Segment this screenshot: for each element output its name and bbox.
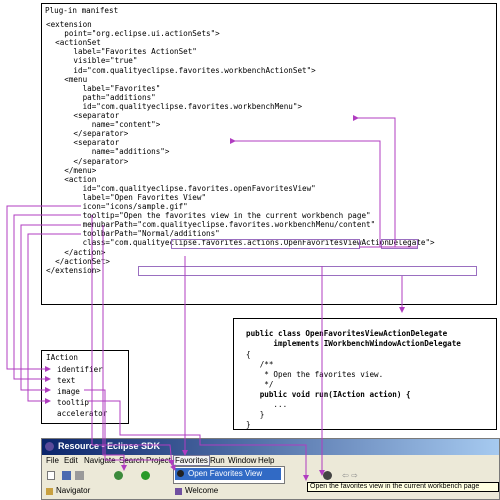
code-line: </menu>	[46, 165, 97, 175]
menu-navigate[interactable]: Navigate	[84, 456, 116, 465]
code-line: menubarPath="com.qualityeclipse.favorite…	[46, 220, 376, 230]
tab-label: Welcome	[185, 486, 219, 495]
iaction-item-accelerator: accelerator	[57, 409, 108, 418]
favorites-item-icon	[177, 470, 184, 477]
tab-label: Navigator	[56, 486, 91, 495]
code-line: <extension	[46, 20, 92, 29]
code-line: </action>	[46, 247, 106, 257]
java-line: * Open the favorites view.	[246, 370, 384, 379]
code-line: <action	[46, 174, 97, 184]
java-line: }	[246, 420, 251, 429]
arrow-tooltip-popup	[88, 400, 309, 481]
code-line: </extension>	[46, 265, 101, 275]
favorites-toolbar-icon[interactable]	[323, 471, 332, 480]
code-line: point="org.eclipse.ui.actionSets">	[46, 29, 220, 39]
code-line: <separator	[46, 138, 120, 148]
dropdown-menu: Open Favorites View	[173, 466, 285, 484]
print-icon[interactable]	[75, 471, 84, 480]
code-line: path="additions"	[46, 92, 156, 102]
arrow-menu-id	[353, 115, 396, 248]
arrow-text	[13, 214, 81, 382]
code-line: icon="icons/sample.gif"	[46, 202, 188, 211]
welcome-icon	[175, 488, 182, 495]
menu-edit[interactable]: Edit	[64, 456, 78, 465]
new-icon[interactable]	[47, 471, 55, 480]
iaction-item-text: text	[57, 376, 76, 385]
nav-arrows-icon[interactable]: ⇦ ⇨	[342, 471, 358, 480]
iaction-title: IAction	[46, 353, 79, 362]
menu-help[interactable]: Help	[258, 456, 275, 465]
tab-welcome[interactable]: Welcome	[173, 485, 225, 498]
eclipse-window: Resource - Eclipse SDK File Edit Navigat…	[41, 438, 500, 500]
code-line: </actionSet>	[46, 256, 111, 266]
iaction-item-image: image	[57, 387, 80, 396]
code-line: <menu	[46, 74, 88, 84]
iaction-item-tooltip: tooltip	[57, 398, 90, 407]
java-class-panel: public class OpenFavoritesViewActionDele…	[233, 318, 497, 430]
java-line: implements IWorkbenchWindowActionDelegat…	[246, 339, 461, 348]
dropdown-item-open-favorites[interactable]: Open Favorites View	[175, 468, 281, 480]
window-icon	[45, 442, 54, 451]
iaction-panel: IAction identifier text image tooltip ac…	[41, 350, 129, 424]
tooltip-text: Open the favorites view in the current w…	[310, 483, 480, 490]
java-line: /**	[246, 360, 274, 369]
code-line: id="com.qualityeclipse.favorites.workben…	[46, 101, 303, 111]
tab-navigator[interactable]: Navigator	[44, 485, 96, 498]
menu-window[interactable]: Window	[228, 456, 257, 465]
code-line: label="Favorites"	[46, 83, 161, 93]
arrow-image	[20, 224, 81, 393]
code-line: <separator	[46, 111, 120, 120]
code-line: id="com.qualityeclipse.favorites.openFav…	[46, 183, 316, 193]
code-line: tooltip="Open the favorites view in the …	[46, 211, 371, 221]
code-line: label="Open Favorites View"	[46, 192, 207, 202]
iaction-item-identifier: identifier	[57, 365, 103, 374]
arrow-image-icon	[84, 389, 176, 471]
dropdown-item-label: Open Favorites View	[188, 469, 263, 478]
toolbar: ⇦ ⇨	[42, 468, 499, 483]
code-line: id="com.qualityeclipse.favorites.workben…	[46, 65, 316, 75]
run-icon[interactable]	[141, 471, 150, 480]
arrow-tooltip	[27, 233, 81, 404]
code-line: name="additions">	[46, 147, 170, 157]
window-title: Resource - Eclipse SDK	[58, 441, 161, 451]
arrow-identifier	[6, 205, 81, 372]
java-line: }	[246, 410, 265, 419]
code-line: toolbarPath="Normal/additions"	[46, 229, 220, 239]
code-line: label="Favorites ActionSet"	[46, 47, 197, 57]
code-line: </separator>	[46, 129, 129, 139]
java-line: {	[246, 350, 251, 359]
menu-run[interactable]: Run	[210, 456, 225, 465]
manifest-title: Plug-in manifest	[45, 6, 119, 15]
java-line: */	[246, 380, 274, 389]
navigator-icon	[46, 488, 53, 495]
code-line: </separator>	[46, 156, 129, 166]
code-line: <actionSet	[46, 38, 101, 48]
plugin-manifest-panel: Plug-in manifest <extension point="org.e…	[41, 3, 497, 305]
window-titlebar: Resource - Eclipse SDK	[42, 439, 499, 455]
arrow-label-menu	[91, 215, 175, 466]
debug-icon[interactable]	[114, 471, 123, 480]
tooltip-popup: Open the favorites view in the current w…	[307, 482, 499, 492]
menu-file[interactable]: File	[46, 456, 59, 465]
java-line: public class OpenFavoritesViewActionDele…	[246, 329, 448, 338]
code-line: class="com.qualityeclipse.favorites.acti…	[46, 238, 435, 248]
code-line: visible="true"	[46, 56, 138, 66]
save-icon[interactable]	[62, 471, 71, 480]
arrow-icon-toolbar	[102, 225, 127, 471]
code-line: name="content">	[46, 120, 161, 130]
java-line: ...	[246, 400, 288, 409]
arrow-content	[230, 138, 417, 248]
java-line: public void run(IAction action) {	[246, 390, 411, 399]
